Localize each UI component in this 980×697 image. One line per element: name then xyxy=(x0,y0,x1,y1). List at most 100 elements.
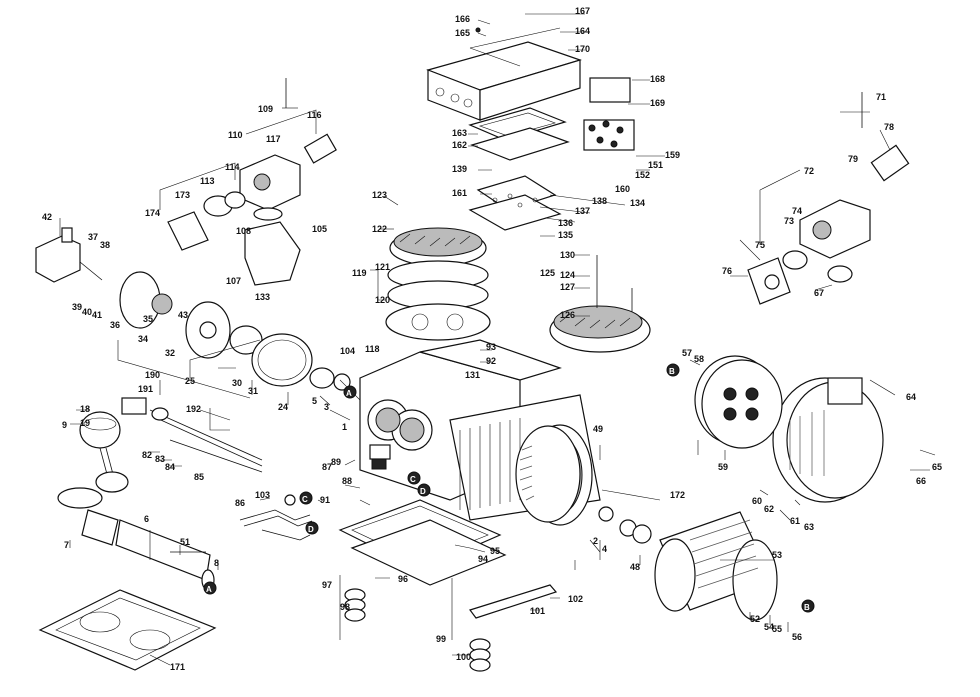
callout: 43 xyxy=(178,310,188,320)
callout: 41 xyxy=(92,310,102,320)
service-valve-right xyxy=(747,92,910,305)
cylinder-head-right xyxy=(549,255,651,353)
callout: 3 xyxy=(324,402,329,412)
callout: 117 xyxy=(266,134,281,144)
terminal-gaskets xyxy=(468,107,570,231)
callout: 63 xyxy=(804,522,814,532)
callout: 169 xyxy=(650,98,665,108)
callout: 125 xyxy=(540,268,555,278)
marker-label: A xyxy=(206,585,212,594)
heater-rod xyxy=(121,397,263,473)
marker-label: C xyxy=(410,475,416,484)
callout: 118 xyxy=(365,344,380,354)
stator xyxy=(515,425,581,523)
callout: 160 xyxy=(615,184,630,194)
oil-pan-plate xyxy=(338,499,507,586)
callout: 1 xyxy=(342,422,347,432)
callout: 96 xyxy=(398,574,408,584)
callout: 133 xyxy=(255,292,270,302)
callout: 36 xyxy=(110,320,120,330)
callout: 168 xyxy=(650,74,665,84)
callout: 19 xyxy=(80,418,90,428)
leader-lines xyxy=(59,13,936,666)
callout: 113 xyxy=(200,176,215,186)
callout: 39 xyxy=(72,302,82,312)
callout: 123 xyxy=(372,190,387,200)
callout: 65 xyxy=(932,462,942,472)
oil-pump-disc xyxy=(694,355,783,449)
callout: 38 xyxy=(100,240,110,250)
oil-pump-parts xyxy=(119,271,351,391)
callout: 48 xyxy=(630,562,640,572)
callout: 66 xyxy=(916,476,926,486)
callout: 18 xyxy=(80,404,90,414)
callout: 55 xyxy=(772,624,782,634)
callout: 102 xyxy=(568,594,583,604)
cylinder-head-left xyxy=(385,227,491,341)
connecting-rod-piston xyxy=(79,411,129,493)
callout: 92 xyxy=(486,356,496,366)
callout: 64 xyxy=(906,392,916,402)
callout: 97 xyxy=(322,580,332,590)
callout: 82 xyxy=(142,450,152,460)
marker-label: C xyxy=(302,495,308,504)
callout: 173 xyxy=(175,190,190,200)
callout: 35 xyxy=(143,314,153,324)
callout: 95 xyxy=(490,546,500,556)
callout: 114 xyxy=(225,162,240,172)
callout: 54 xyxy=(764,622,774,632)
callout: 53 xyxy=(772,550,782,560)
callout: 79 xyxy=(848,154,858,164)
callout: 116 xyxy=(307,110,322,120)
terminal-box-cover xyxy=(426,27,582,121)
callout: 74 xyxy=(792,206,802,216)
callout: 89 xyxy=(331,457,341,467)
callout: 56 xyxy=(792,632,802,642)
oil-lines xyxy=(239,494,313,541)
callout: 34 xyxy=(138,334,148,344)
callout: 93 xyxy=(486,342,496,352)
callout: 72 xyxy=(804,166,814,176)
callout: 139 xyxy=(452,164,467,174)
callout: 8 xyxy=(214,558,219,568)
callout: 172 xyxy=(670,490,685,500)
callout: 73 xyxy=(784,216,794,226)
callout: 119 xyxy=(352,268,367,278)
callout: 161 xyxy=(452,188,467,198)
callout: 91 xyxy=(320,495,330,505)
callout: 30 xyxy=(232,378,242,388)
callout: 151 xyxy=(648,160,663,170)
callout: 163 xyxy=(452,128,467,138)
callout: 190 xyxy=(145,370,160,380)
callout: 167 xyxy=(575,6,590,16)
terminal-block xyxy=(583,77,635,151)
callout: 71 xyxy=(876,92,886,102)
callout: 2 xyxy=(593,536,598,546)
callout: 9 xyxy=(62,420,67,430)
callout: 104 xyxy=(340,346,355,356)
marker-label: B xyxy=(669,367,675,376)
callout: 109 xyxy=(258,104,273,114)
callout: 165 xyxy=(455,28,470,38)
reference-markers: A A B B C C D D xyxy=(203,363,815,613)
callout: 24 xyxy=(278,402,288,412)
callout: 51 xyxy=(180,537,190,547)
callout: 131 xyxy=(465,370,480,380)
callout: 49 xyxy=(593,424,603,434)
callout: 121 xyxy=(375,262,390,272)
callout: 99 xyxy=(436,634,446,644)
callout: 4 xyxy=(602,544,607,554)
callout: 159 xyxy=(665,150,680,160)
callout: 126 xyxy=(560,310,575,320)
callout: 75 xyxy=(755,240,765,250)
callout: 101 xyxy=(530,606,545,616)
callout: 7 xyxy=(64,540,69,550)
callout: 78 xyxy=(884,122,894,132)
callout: 137 xyxy=(575,206,590,216)
marker-label: D xyxy=(308,525,314,534)
callout: 59 xyxy=(718,462,728,472)
callout: 138 xyxy=(592,196,607,206)
bearing-housing xyxy=(772,377,884,503)
callout: 88 xyxy=(342,476,352,486)
